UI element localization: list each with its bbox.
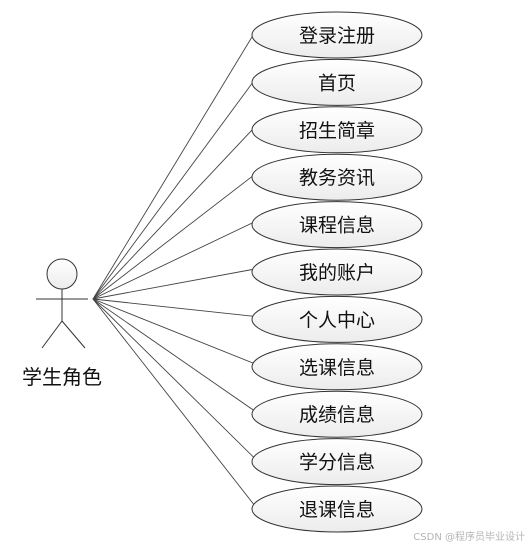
- use-case-node: 课程信息: [251, 201, 423, 249]
- connector-line: [92, 173, 256, 300]
- actor-head: [46, 258, 78, 290]
- use-case-list: 登录注册首页招生简章教务资讯课程信息我的账户个人中心选课信息成绩信息学分信息退课…: [251, 11, 423, 533]
- use-case-label: 成绩信息: [299, 404, 375, 426]
- actor-stick-figure-icon: [36, 258, 88, 349]
- connector-line: [92, 31, 256, 300]
- actor-right-leg: [61, 320, 86, 349]
- use-case-ellipse: [251, 438, 423, 486]
- use-case-label: 课程信息: [299, 215, 375, 237]
- connector-line: [92, 221, 256, 300]
- use-case-ellipse: [251, 485, 423, 533]
- use-case-label: 我的账户: [299, 262, 375, 284]
- use-case-node: 选课信息: [251, 343, 423, 391]
- connector-lines: [92, 31, 256, 507]
- connector-line: [92, 79, 256, 300]
- use-case-label: 招生简章: [299, 120, 375, 142]
- use-case-ellipse: [251, 343, 423, 391]
- use-case-node: 登录注册: [251, 11, 423, 59]
- use-case-ellipse: [251, 248, 423, 296]
- use-case-node: 教务资讯: [251, 153, 423, 201]
- connector-line: [92, 298, 256, 459]
- use-case-label: 个人中心: [299, 309, 375, 331]
- watermark: CSDN @程序员毕业设计: [413, 532, 525, 543]
- use-case-ellipse: [251, 201, 423, 249]
- connector-line: [92, 298, 256, 507]
- use-case-label: 学分信息: [299, 452, 375, 474]
- use-case-label: 教务资讯: [299, 167, 375, 189]
- use-case-node: 成绩信息: [251, 390, 423, 438]
- use-case-label: 登录注册: [299, 25, 375, 47]
- use-case-node: 我的账户: [251, 248, 423, 296]
- use-case-node: 个人中心: [251, 295, 423, 343]
- connector-line: [92, 298, 256, 365]
- use-case-ellipse: [251, 153, 423, 201]
- use-case-label: 首页: [318, 72, 356, 94]
- use-case-node: 招生简章: [251, 106, 423, 154]
- connector-line: [92, 298, 256, 317]
- connector-line: [92, 268, 256, 300]
- use-case-ellipse: [251, 58, 423, 106]
- use-case-ellipse: [251, 295, 423, 343]
- use-case-ellipse: [251, 106, 423, 154]
- use-case-label: 选课信息: [299, 357, 375, 379]
- use-case-node: 退课信息: [251, 485, 423, 533]
- actor-label: 学生角色: [22, 365, 102, 389]
- use-case-ellipse: [251, 390, 423, 438]
- actor-left-leg: [41, 320, 63, 349]
- use-case-label: 退课信息: [299, 499, 375, 521]
- connector-line: [92, 298, 256, 412]
- use-case-node: 首页: [251, 58, 423, 106]
- connector-line: [92, 126, 256, 300]
- use-case-ellipse: [251, 11, 423, 59]
- use-case-node: 学分信息: [251, 438, 423, 486]
